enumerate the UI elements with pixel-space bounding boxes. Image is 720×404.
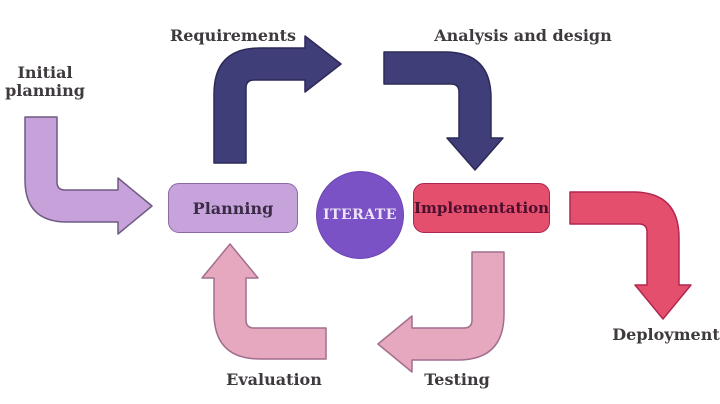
evaluation-label: Evaluation	[226, 370, 322, 389]
testing-arrow	[377, 251, 505, 373]
testing-label: Testing	[424, 370, 490, 389]
analysis-design-arrow	[383, 51, 504, 171]
requirements-arrow	[213, 35, 342, 164]
deployment-label: Deployment	[612, 325, 720, 344]
initial-planning-arrow	[24, 116, 153, 235]
implementation-node: Implementation	[413, 183, 550, 233]
planning-node: Planning	[168, 183, 298, 233]
iterate-badge: ITERATE	[316, 171, 404, 259]
deployment-arrow	[569, 191, 692, 320]
initial-planning-label: Initial planning	[5, 63, 85, 100]
requirements-label: Requirements	[169, 26, 297, 45]
evaluation-arrow	[201, 243, 327, 360]
analysis-design-label: Analysis and design	[434, 26, 612, 45]
